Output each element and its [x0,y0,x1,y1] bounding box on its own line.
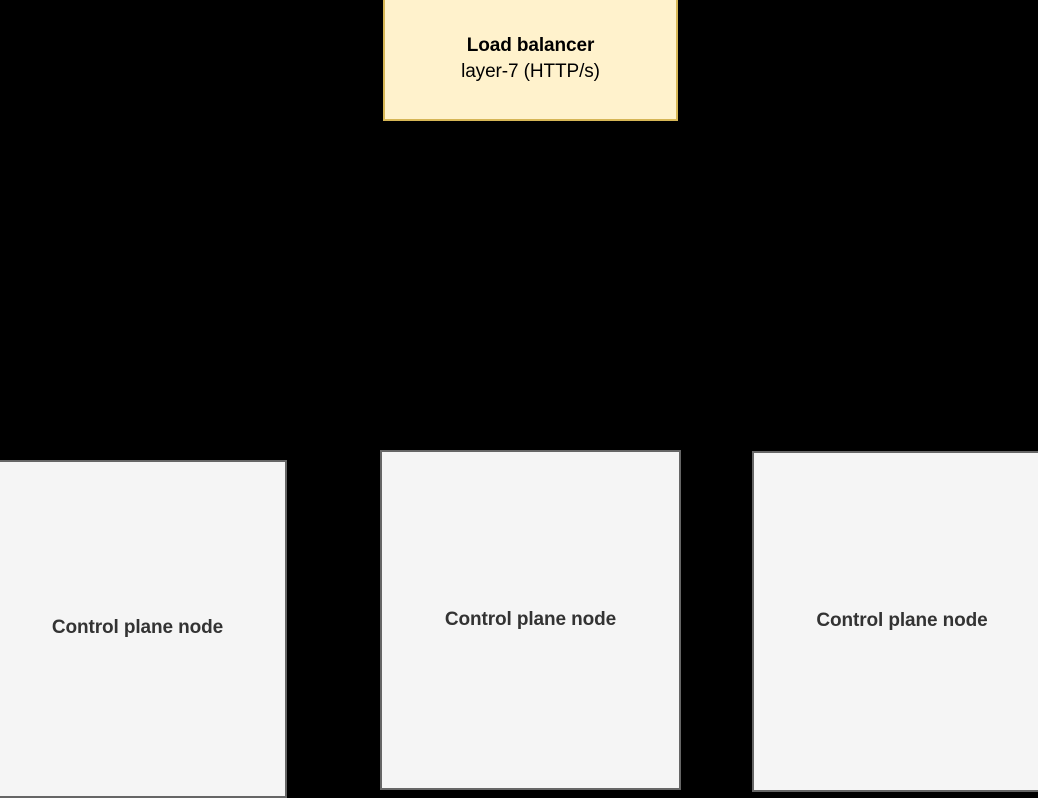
control-plane-node-2[interactable] [380,450,681,790]
load-balancer-subtitle: layer-7 (HTTP/s) [461,60,600,82]
control-plane-node-3[interactable] [752,451,1038,792]
control-plane-node-3-label: Control plane node [816,610,988,631]
load-balancer-node[interactable]: Load balancer layer-7 (HTTP/s) [383,0,678,121]
control-plane-node-1-label: Control plane node [51,617,224,638]
control-plane-node-2-label: Control plane node [444,609,617,630]
load-balancer-title: Load balancer [466,35,595,57]
control-plane-node-1[interactable] [0,460,287,798]
